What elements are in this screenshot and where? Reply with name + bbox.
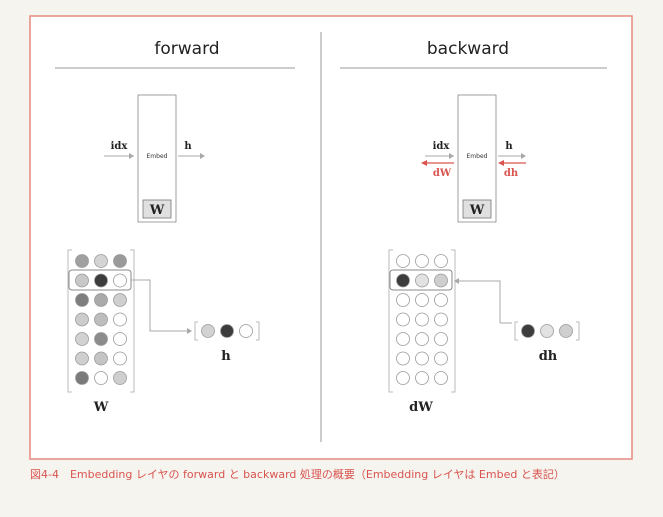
forward-matrix-cell-r6-c2 — [113, 371, 127, 385]
backward-matrix-cell-r1-c0 — [396, 273, 410, 288]
backward-matrix-cell-r3-c0 — [396, 312, 410, 327]
backward-matrix-cell-r6-c2 — [434, 371, 448, 385]
backward-dh-arrowhead — [498, 160, 504, 166]
forward-matrix-cell-r4-c1 — [94, 332, 108, 346]
backward-grad-vector — [514, 321, 580, 341]
figure-caption: 図4-4 Embedding レイヤの forward と backward 処… — [30, 467, 565, 481]
forward-matrix-cell-r1-c1 — [94, 273, 108, 288]
forward-vector-label: h — [221, 349, 231, 364]
forward-matrix-cell-r4-c2 — [113, 332, 127, 346]
forward-matrix-cell-r3-c1 — [94, 312, 108, 327]
backward-dh-label: dh — [504, 168, 519, 179]
backward-vector-cell-1 — [540, 324, 554, 338]
backward-matrix-cell-r4-c1 — [415, 332, 429, 346]
forward-vector-cell-1 — [220, 324, 234, 338]
forward-matrix-bracket-left — [67, 249, 72, 393]
backward-vector-cell-2 — [559, 324, 573, 338]
forward-matrix-cell-r1-c0 — [75, 273, 89, 288]
backward-h-label: h — [505, 141, 513, 152]
backward-embed-label: Embed — [467, 153, 488, 160]
backward-matrix-cell-r1-c2 — [434, 273, 448, 288]
forward-matrix-bracket-right — [130, 249, 135, 393]
forward-matrix-cell-r2-c2 — [113, 293, 127, 307]
backward-idx-arrowhead — [449, 153, 454, 159]
forward-lookup-arrowhead — [187, 328, 192, 334]
backward-title: backward — [427, 39, 509, 59]
forward-matrix-cell-r2-c1 — [94, 293, 108, 307]
forward-matrix-label: W — [93, 400, 109, 415]
backward-dw-label: dW — [433, 168, 452, 179]
backward-scatter-arrowhead — [454, 278, 459, 284]
backward-vector-cell-0 — [521, 324, 535, 338]
backward-h-arrowhead — [521, 153, 526, 159]
backward-matrix-cell-r2-c1 — [415, 293, 429, 307]
forward-matrix-cell-r5-c2 — [113, 351, 127, 366]
forward-vector-cell-0 — [201, 324, 215, 338]
backward-matrix-cell-r5-c1 — [415, 351, 429, 366]
backward-embed-layer: Embed W — [457, 94, 497, 223]
backward-dw-arrowhead — [421, 160, 427, 166]
forward-embed-layer: Embed W — [137, 94, 177, 223]
forward-matrix-cell-r6-c0 — [75, 371, 89, 385]
backward-matrix-bracket-right — [451, 249, 456, 393]
forward-matrix-cell-r2-c0 — [75, 293, 89, 307]
backward-scatter-arrow — [458, 280, 501, 323]
forward-matrix-cell-r0-c2 — [113, 254, 127, 268]
forward-idx-label: idx — [111, 141, 129, 152]
forward-matrix-cell-r5-c1 — [94, 351, 108, 366]
backward-matrix-cell-r0-c0 — [396, 254, 410, 268]
backward-idx-label: idx — [433, 141, 451, 152]
backward-matrix-cell-r0-c2 — [434, 254, 448, 268]
forward-h-arrowhead — [200, 153, 205, 159]
backward-matrix-cell-r6-c0 — [396, 371, 410, 385]
backward-matrix-cell-r6-c1 — [415, 371, 429, 385]
forward-matrix-cell-r5-c0 — [75, 351, 89, 366]
backward-grad-matrix — [388, 249, 456, 393]
backward-weight-box — [462, 199, 492, 219]
backward-vector-bracket-right — [576, 321, 580, 341]
backward-matrix-cell-r2-c2 — [434, 293, 448, 307]
figure-frame — [29, 15, 633, 460]
forward-weight-label: W — [149, 203, 165, 218]
forward-title: forward — [154, 39, 219, 59]
backward-vector-bracket-left — [514, 321, 518, 341]
forward-vector-cell-2 — [239, 324, 253, 338]
backward-matrix-cell-r3-c2 — [434, 312, 448, 327]
forward-matrix-cell-r6-c1 — [94, 371, 108, 385]
backward-matrix-bracket-left — [388, 249, 393, 393]
forward-matrix-cell-r1-c2 — [113, 273, 127, 288]
forward-h-label: h — [184, 141, 192, 152]
forward-vector-bracket-right — [256, 321, 260, 341]
backward-matrix-cell-r3-c1 — [415, 312, 429, 327]
forward-matrix-cell-r0-c0 — [75, 254, 89, 268]
backward-matrix-cell-r2-c0 — [396, 293, 410, 307]
backward-selected-row-highlight — [389, 269, 453, 291]
backward-weight-label: W — [469, 203, 485, 218]
forward-matrix-cell-r0-c1 — [94, 254, 108, 268]
forward-lookup-arrow — [131, 279, 188, 332]
forward-embed-label: Embed — [147, 153, 168, 160]
forward-idx-arrowhead — [129, 153, 134, 159]
forward-vector-bracket-left — [194, 321, 198, 341]
backward-vector-label: dh — [539, 349, 558, 364]
backward-matrix-cell-r5-c0 — [396, 351, 410, 366]
forward-output-vector — [194, 321, 260, 341]
forward-matrix-cell-r3-c0 — [75, 312, 89, 327]
forward-matrix-cell-r3-c2 — [113, 312, 127, 327]
backward-matrix-cell-r0-c1 — [415, 254, 429, 268]
backward-matrix-cell-r4-c0 — [396, 332, 410, 346]
backward-matrix-label: dW — [409, 400, 433, 415]
backward-matrix-cell-r4-c2 — [434, 332, 448, 346]
forward-matrix-cell-r4-c0 — [75, 332, 89, 346]
forward-weight-matrix — [67, 249, 135, 393]
forward-weight-box — [142, 199, 172, 219]
backward-matrix-cell-r1-c1 — [415, 273, 429, 288]
backward-matrix-cell-r5-c2 — [434, 351, 448, 366]
